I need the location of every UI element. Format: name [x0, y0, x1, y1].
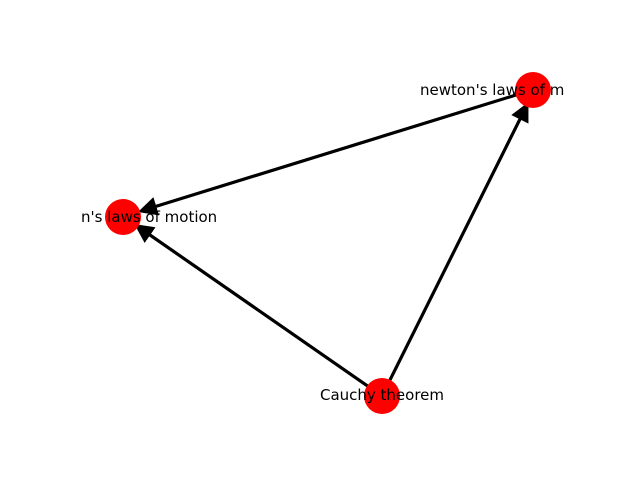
node-label-cauchy: Cauchy theorem	[320, 386, 444, 404]
nodes	[105, 72, 551, 414]
edge-cauchy-to-newton-left	[134, 224, 383, 398]
node-cauchy[interactable]	[364, 378, 400, 414]
node-labels: newton's laws of m n's laws of motion Ca…	[81, 81, 564, 404]
node-label-newton-left: n's laws of motion	[81, 208, 217, 226]
node-newton-right[interactable]	[515, 72, 551, 108]
node-newton-left[interactable]	[105, 199, 141, 235]
edge-newton-right-to-newton-left	[137, 88, 533, 216]
edges	[134, 88, 533, 398]
edge-cauchy-to-newton-right	[380, 102, 529, 397]
node-label-newton-right: newton's laws of m	[420, 81, 564, 99]
